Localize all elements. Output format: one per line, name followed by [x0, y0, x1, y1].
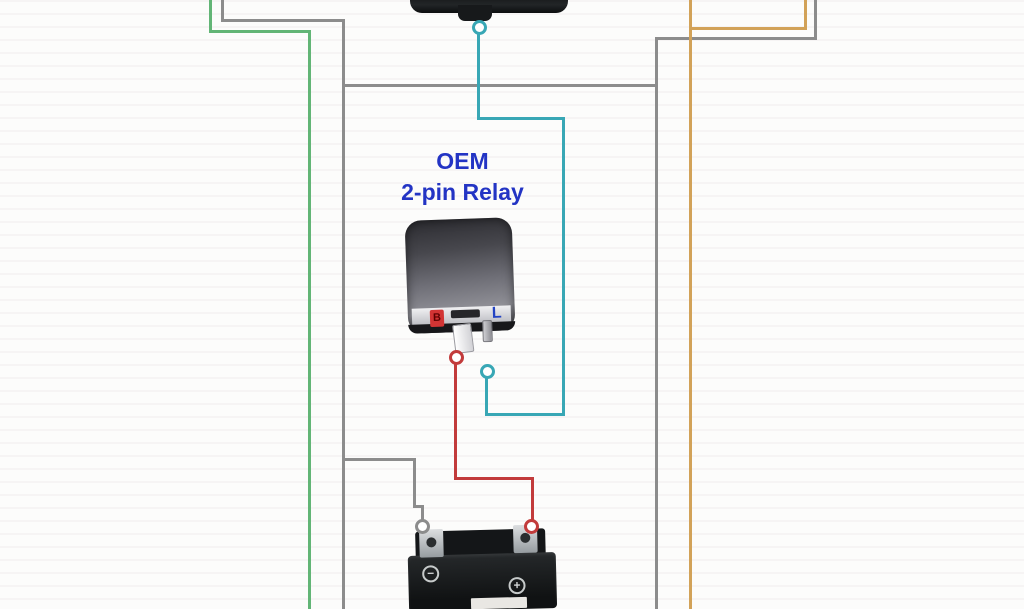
switch-connector-ring: [472, 20, 487, 35]
power-wire-segment: [531, 477, 534, 524]
oem-relay: B L: [404, 217, 517, 361]
relay-label-line2: 2-pin Relay: [401, 179, 524, 206]
power-wire-segment: [454, 477, 534, 480]
switch-wire-segment: [477, 32, 480, 120]
ground-wire-segment: [342, 458, 416, 461]
battery-negative-connector-ring: [415, 519, 430, 534]
ground-wire-segment: [342, 19, 345, 609]
battery-bolt: [426, 537, 437, 548]
battery-sticker: [470, 596, 528, 609]
battery-bolt: [520, 532, 531, 543]
ground-wire-segment: [655, 37, 658, 609]
power-wire-segment: [454, 363, 457, 480]
switch-wire-segment: [477, 117, 565, 120]
relay-center-slot: [450, 309, 481, 319]
relay-l-connector-ring: [480, 364, 495, 379]
right-signal-wire-segment: [689, 0, 692, 609]
switch-wire-segment: [485, 377, 488, 416]
relay-terminal-l-label: L: [491, 304, 502, 322]
left-signal-wire-segment: [308, 30, 311, 609]
ground-wire-segment: [342, 84, 658, 87]
battery-positive-connector-ring: [524, 519, 539, 534]
left-signal-wire-segment: [209, 0, 212, 33]
ground-wire-segment: [655, 37, 817, 40]
ground-wire-segment: [814, 0, 817, 40]
switch-wire-segment: [562, 117, 565, 416]
relay-label-line1: OEM: [436, 148, 489, 174]
battery: − +: [405, 520, 559, 609]
ground-wire-segment: [413, 505, 424, 508]
switch-wire-segment: [487, 413, 565, 416]
left-signal-wire-segment: [209, 30, 311, 33]
relay-pin-connector: [482, 319, 493, 343]
relay-b-connector-ring: [449, 350, 464, 365]
right-signal-wire-segment: [804, 0, 807, 30]
switch-connector-stem: [458, 5, 492, 21]
ground-wire-segment: [221, 19, 345, 22]
right-signal-wire-segment: [689, 27, 807, 30]
relay-terminal-b-label: B: [429, 309, 445, 328]
ground-wire-segment: [413, 458, 416, 508]
relay-label: OEM 2-pin Relay: [375, 146, 550, 208]
turn-signal-switch: [410, 0, 568, 34]
ground-wire-segment: [421, 505, 424, 520]
ground-wire-segment: [221, 0, 224, 22]
